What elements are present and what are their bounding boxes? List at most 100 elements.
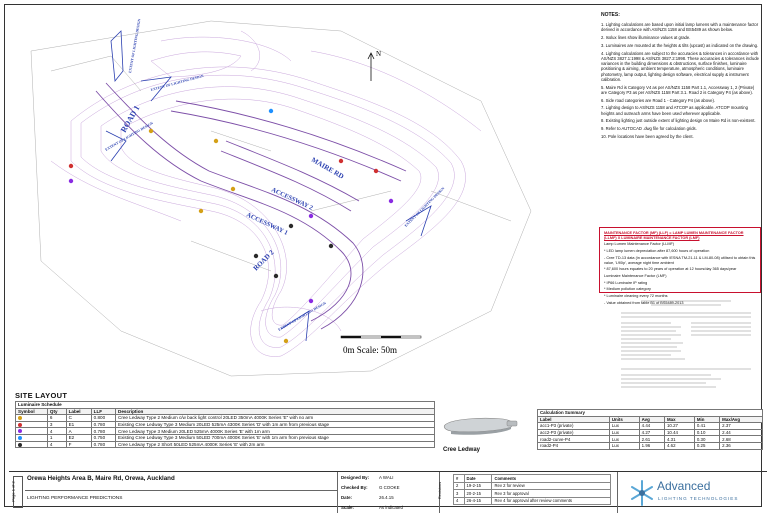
cell: Rev 4 for approval after review comments — [491, 496, 611, 505]
lmf-title: Luminaire Maintenance Factor (LMF) — [604, 273, 667, 278]
column-header: Qty — [46, 407, 67, 416]
drawing-subtitle: LIGHTING PERFORMANCE PREDICTIONS — [27, 496, 123, 501]
cell: 4.62 — [663, 441, 695, 450]
note-item: 10. Pole locations have been agreed by t… — [601, 134, 694, 139]
column-header: Description — [115, 407, 435, 416]
cell: 10.44 — [663, 428, 695, 437]
extent-markers — [105, 30, 432, 342]
cell: 0.41 — [693, 422, 721, 430]
north-arrow — [367, 52, 375, 81]
cell: 2 — [453, 481, 465, 490]
meta-row: Checked By:G COOKE — [341, 483, 437, 492]
cell: Lux — [608, 422, 640, 430]
project-title: Orewa Heights Area B, Maire Rd, Orewa, A… — [27, 475, 175, 482]
label-cell: C — [65, 414, 92, 422]
qty-cell: 3 — [46, 420, 67, 429]
column-header: LLF — [90, 407, 117, 416]
lmf-line: * IP66 Luminaire IP rating — [604, 280, 648, 285]
logo-tagline: LIGHTING TECHNOLOGIES — [658, 496, 739, 501]
cell: 3 — [453, 489, 465, 498]
note-item: 2. Isolux lines show illuminance values … — [601, 35, 691, 41]
note-item: 5. Maire Rd is Category V4 as per AS/NZS… — [601, 84, 755, 95]
property-boundaries — [30, 20, 532, 377]
revisions-grid: # Date Comments 2 19-2-15 Rev 2 for revi… — [453, 474, 611, 505]
meta-value: 26.4.15 — [379, 495, 394, 500]
meta-value: A WALI — [379, 475, 394, 480]
description-cell: Cree Ledway Type 2 Medium c/w back light… — [115, 414, 435, 422]
divider — [439, 472, 440, 513]
cell: Rev 2 for review — [491, 481, 611, 490]
page-indicator: Page 1 of 2 — [11, 476, 23, 508]
cell: 4.27 — [638, 428, 665, 437]
description-cell: Cree Ledway Type 2 Short 50LED 525mA 400… — [115, 440, 435, 449]
cell: acc2-P3 (private) — [537, 428, 610, 437]
label-cell: A — [65, 427, 92, 435]
llmf-line: - Cree TD-13 data (in accordance with IE… — [604, 255, 756, 265]
cell: 10.27 — [663, 422, 695, 430]
table-row: 1 E2 0.750 Existing Cree Ledway Type 3 M… — [15, 433, 435, 442]
column-header: Date — [463, 474, 493, 483]
notes-panel: NOTES: 1. Lighting calculations are base… — [601, 12, 759, 142]
divider — [25, 490, 337, 491]
table-row: acc1-P3 (private) Lux 4.44 10.27 0.41 2.… — [537, 422, 763, 430]
revisions-side-label: Revisions — [437, 476, 450, 508]
llmf-line: * LED lamp lumen depreciation after 87,6… — [604, 249, 710, 254]
note-item: 9. Refer to AUTOCAD .dwg file for calcul… — [601, 126, 697, 132]
llf-cell: 0.780 — [90, 427, 117, 435]
cell: Rev 3 for approval — [491, 489, 611, 498]
table-row: 6 C 0.800 Cree Ledway Type 2 Medium c/w … — [15, 414, 435, 422]
site-layout-title: SITE LAYOUT — [15, 391, 68, 400]
qty-cell: 1 — [46, 433, 67, 442]
table-row: 3 20-2-15 Rev 3 for approval — [453, 489, 611, 498]
description-cell: Existing Cree Ledway Type 3 Medium 20LED… — [115, 420, 435, 429]
qty-cell: 4 — [46, 440, 67, 449]
luminaire-symbol-icon — [18, 429, 22, 434]
schedule-caption: Luminaire Schedule — [15, 401, 435, 409]
label-cell: E2 — [65, 433, 92, 442]
table-row: 4 F 0.780 Cree Ledway Type 2 Short 50LED… — [15, 440, 435, 449]
calc-header-row: Label Units Avg Max Min Max/Avg — [537, 415, 763, 424]
schedule-header-row: Symbol Qty Label LLF Description — [15, 407, 435, 416]
meta-row: Designed By:A WALI — [341, 473, 437, 482]
table-row: 4 26-4-15 Rev 4 for approval after revie… — [453, 496, 611, 505]
llf-cell: 0.780 — [90, 440, 117, 449]
column-header: Units — [608, 415, 640, 424]
meta-row: Scale:As indicated — [341, 503, 437, 512]
north-label: N — [376, 50, 381, 58]
cell: 20-2-15 — [463, 489, 493, 498]
note-item: 6. Side road categories are Road 1 - Cat… — [601, 97, 716, 103]
table-row: road2-P4 Lux 1.96 4.62 0.25 2.36 — [537, 441, 763, 450]
table-row: acc2-P3 (private) Lux 4.27 10.44 0.10 2.… — [537, 428, 763, 437]
luminaire-symbol-icon — [18, 436, 22, 441]
accessway-1-label: ACCESSWAY 1 — [245, 211, 289, 236]
luminaire-schedule: Luminaire Schedule Symbol Qty Label LLF … — [15, 401, 435, 449]
maintenance-title: MAINTENANCE FACTOR (MF) (LLF) = LAMP LUM… — [604, 231, 744, 240]
cell: Lux — [608, 441, 640, 450]
notes-heading: NOTES: — [601, 12, 620, 18]
cell: 26-4-15 — [463, 496, 493, 505]
column-header: Avg — [638, 415, 665, 424]
meta-key: Date: — [341, 495, 352, 500]
cell: 0.25 — [693, 441, 721, 450]
cell: road2-P4 — [537, 441, 610, 450]
llf-cell: 0.800 — [90, 414, 117, 422]
title-block: Page 1 of 2 Orewa Heights Area B, Maire … — [9, 471, 767, 513]
luminaire-symbol-icon — [18, 416, 22, 421]
luminaire-symbol-icon — [18, 442, 22, 447]
cell: Lux — [608, 428, 640, 437]
column-header: Max/Avg — [719, 415, 763, 424]
qty-cell: 4 — [46, 427, 67, 435]
maintenance-factor-box: MAINTENANCE FACTOR (MF) (LLF) = LAMP LUM… — [599, 227, 761, 305]
cell: 1.96 — [638, 441, 665, 450]
note-item: 8. Existing lighting just outside extent… — [601, 118, 756, 124]
cell: road2-curve-P4 — [537, 435, 610, 443]
road-2-label: ROAD 2 — [252, 248, 276, 272]
column-header: Comments — [491, 474, 611, 483]
cell: 2.61 — [638, 435, 665, 443]
cell: Lux — [608, 435, 640, 443]
meta-value: As indicated — [379, 505, 403, 510]
extent-labels: EXTENT OF LIGHTING DESIGN EXTENT OF LIGH… — [105, 18, 446, 332]
lmf-line: - Value obtained from table B1 of BS5489… — [604, 300, 684, 305]
cell: 4.31 — [663, 435, 695, 443]
table-row: 2 19-2-15 Rev 2 for review — [453, 481, 611, 490]
